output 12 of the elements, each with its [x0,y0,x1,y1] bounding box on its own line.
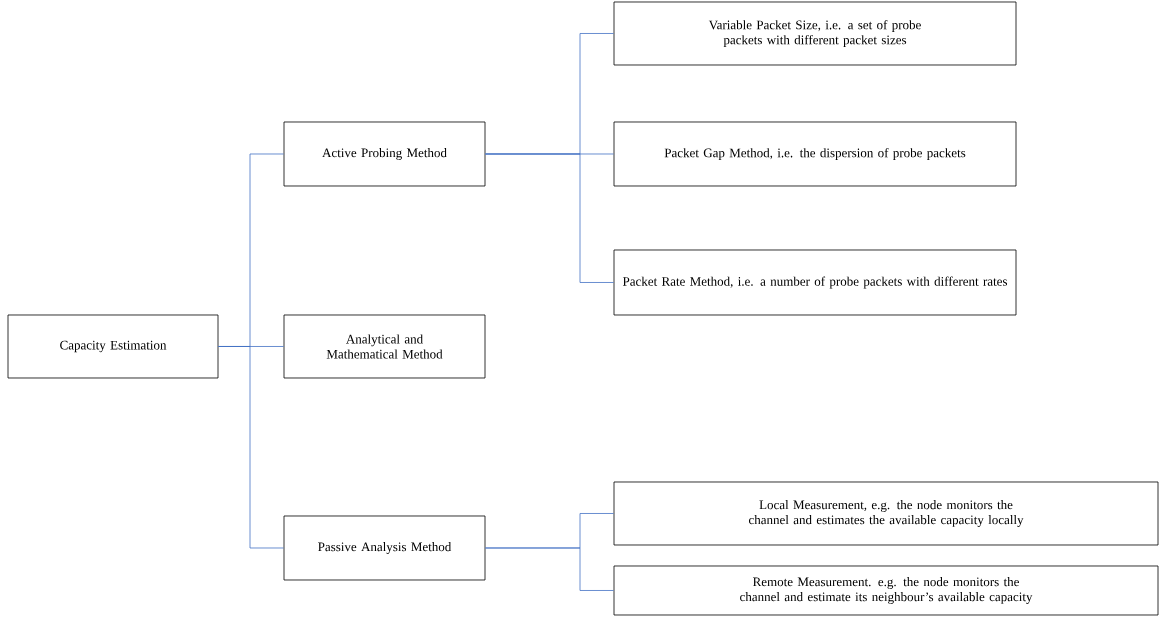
process-box: Passive Analysis Method [283,515,486,581]
process-box: Active Probing Method [283,121,486,187]
process-box: Analytical and Mathematical Method [283,314,486,379]
process-box: Remote Measurement. e.g. the node monitors the channel and estimate its neighbour’s available capacity [613,565,1159,616]
process-box: Variable Packet Size, i.e. a set of probe packets with different packet sizes [613,1,1017,66]
process-box: Packet Rate Method, i.e. a number of probe packets with different rates [613,249,1017,316]
connector-line [485,153,614,283]
connector-line [485,547,614,591]
process-box: Capacity Estimation [7,314,219,379]
connector-line [218,346,284,549]
process-box: Local Measurement, e.g. the node monitors the channel and estimates the available capacity locally [613,481,1159,546]
process-box: Packet Gap Method, i.e. the dispersion of probe packets [613,121,1017,187]
